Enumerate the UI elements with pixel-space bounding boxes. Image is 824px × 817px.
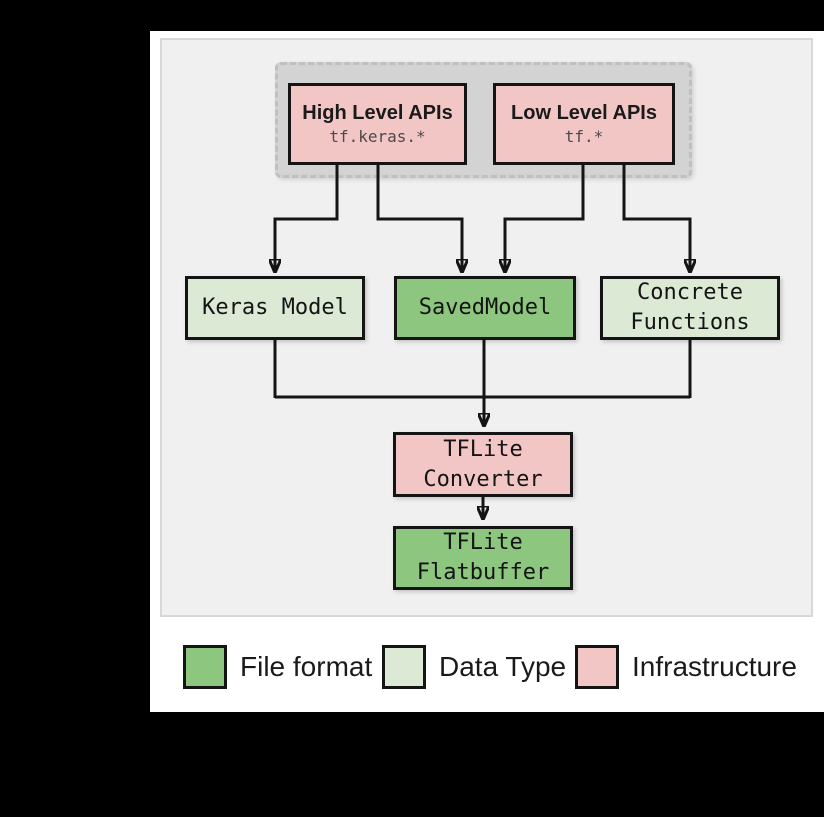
infrastructure-swatch bbox=[575, 645, 619, 689]
data-type-label: Data Type bbox=[439, 651, 567, 682]
keras-model-label: Keras Model bbox=[202, 295, 348, 320]
saved-model-label: SavedModel bbox=[418, 295, 552, 320]
node-high-level-apis: High Level APIs tf.keras.* bbox=[288, 83, 467, 165]
concrete-functions-label: Concrete Functions bbox=[630, 280, 750, 335]
legend-item-file-format: File format bbox=[183, 644, 372, 690]
node-low-level-apis: Low Level APIs tf.* bbox=[493, 83, 675, 165]
infrastructure-label: Infrastructure bbox=[632, 651, 797, 682]
node-keras-model: Keras Model bbox=[185, 276, 365, 340]
data-type-swatch bbox=[382, 645, 426, 689]
tflite-converter-label: TFLite Converter bbox=[423, 436, 543, 492]
low-level-apis-title: Low Level APIs bbox=[511, 102, 657, 124]
node-saved-model: SavedModel bbox=[394, 276, 576, 340]
high-level-apis-title: High Level APIs bbox=[302, 102, 453, 124]
file-format-label: File format bbox=[240, 651, 373, 682]
legend-item-data-type: Data Type bbox=[382, 644, 566, 690]
legend-item-infrastructure: Infrastructure bbox=[575, 644, 797, 690]
tflite-flatbuffer-label: TFLite Flatbuffer bbox=[416, 530, 550, 585]
node-tflite-converter: TFLite Converter bbox=[393, 432, 573, 497]
high-level-apis-code: tf.keras.* bbox=[329, 127, 426, 146]
node-tflite-flatbuffer: TFLite Flatbuffer bbox=[393, 526, 573, 590]
node-concrete-functions: Concrete Functions bbox=[600, 276, 780, 340]
file-format-swatch bbox=[183, 645, 227, 689]
low-level-apis-code: tf.* bbox=[564, 127, 604, 146]
